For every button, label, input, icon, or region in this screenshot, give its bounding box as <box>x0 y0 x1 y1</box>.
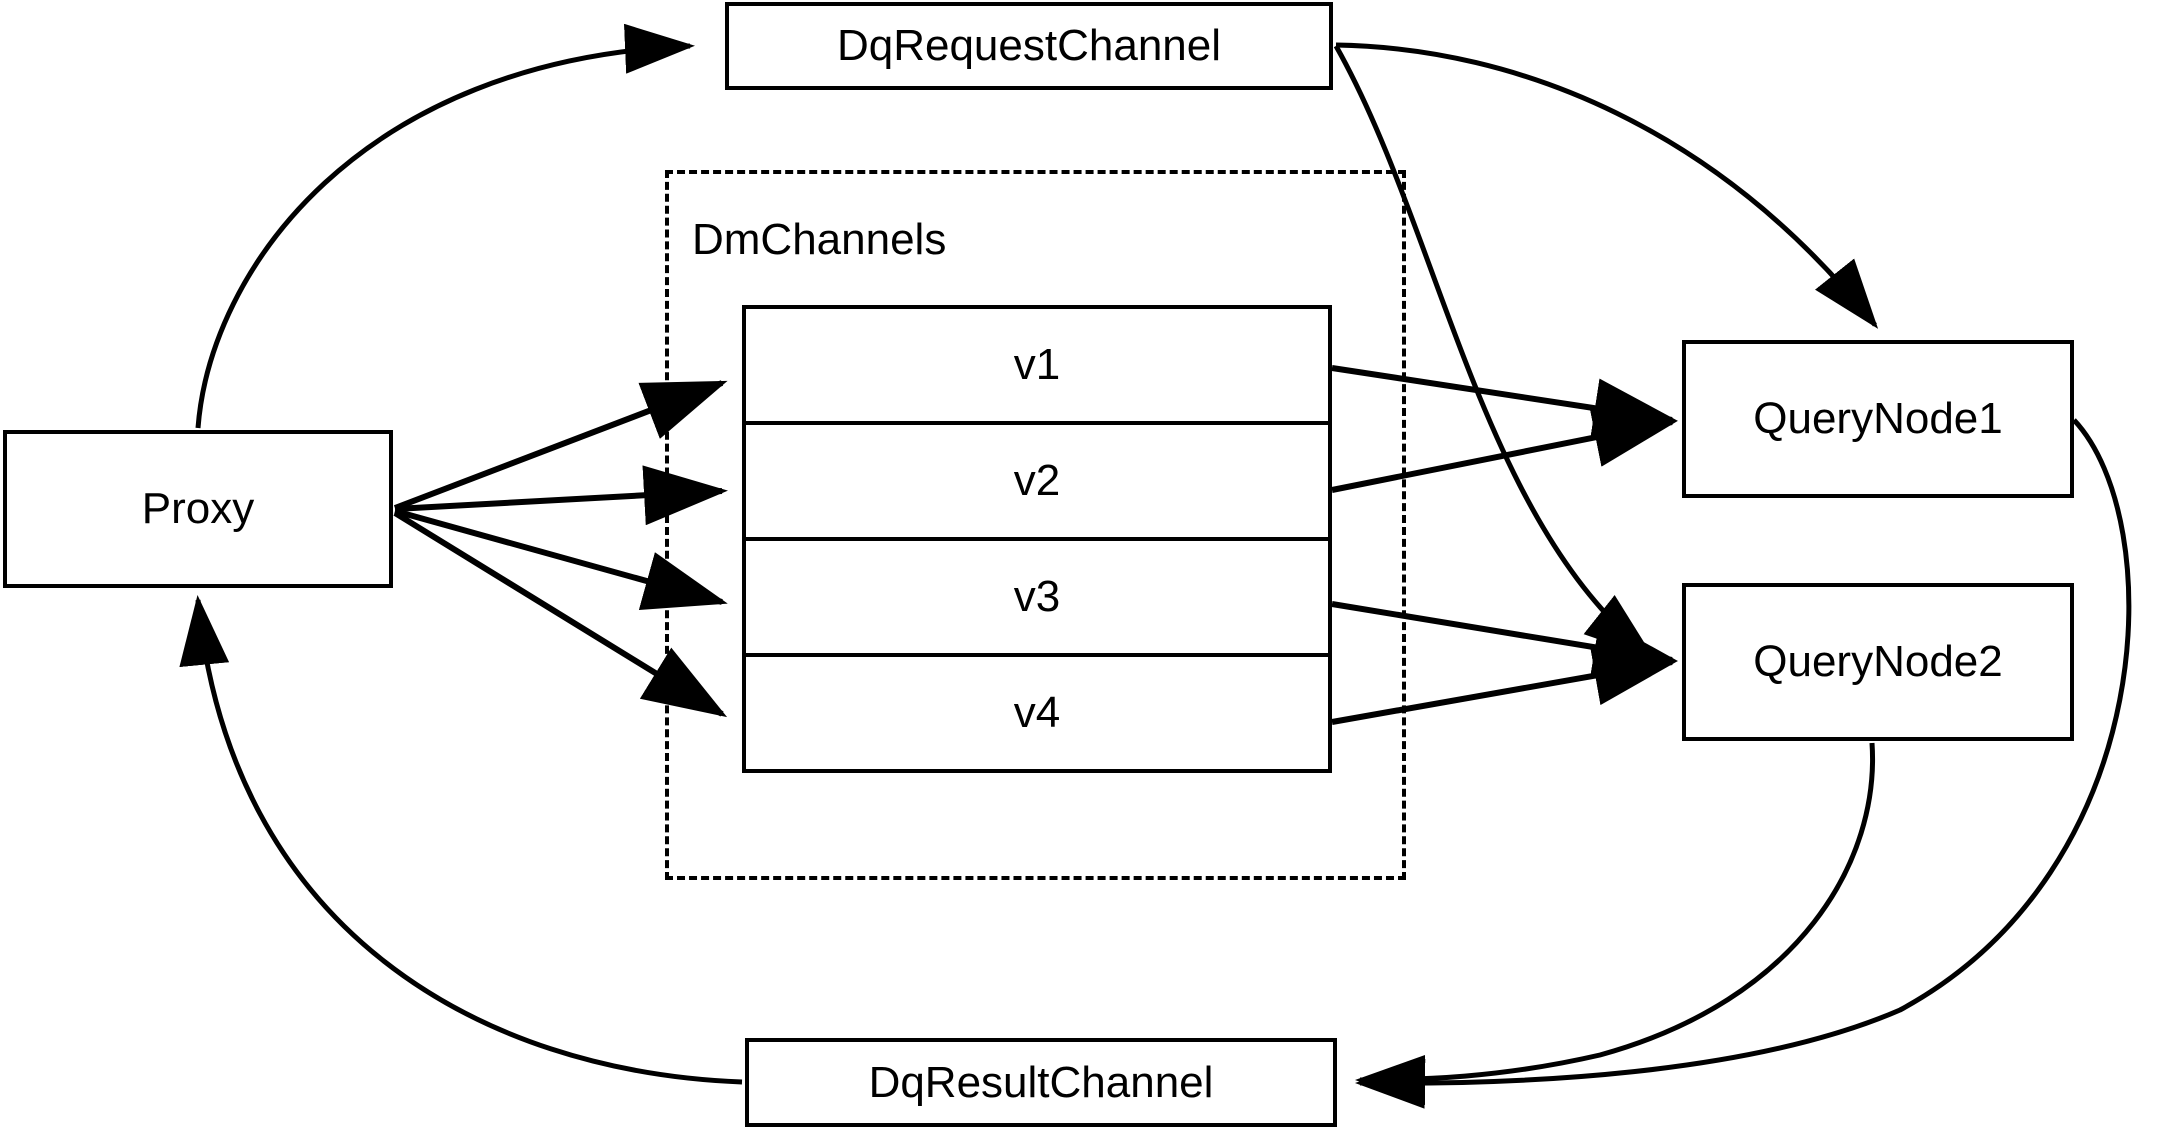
node-query-node-1[interactable]: QueryNode1 <box>1682 340 2074 498</box>
edge-dqrequest-to-querynode1 <box>1335 42 1879 329</box>
dmchannels-group <box>665 170 1406 880</box>
channel-label-v4: v4 <box>1013 688 1061 737</box>
node-label-dq-result-channel: DqResultChannel <box>868 1057 1214 1107</box>
dmchannels-channel-stack: v1 v2 v3 v4 <box>742 305 1332 773</box>
edge-v2-to-querynode1 <box>1331 407 1678 493</box>
node-label-query-node-2: QueryNode2 <box>1753 637 2003 686</box>
channel-label-v2: v2 <box>1013 456 1061 505</box>
edge-querynode1-to-dqresult <box>1355 418 2132 1109</box>
node-proxy[interactable]: Proxy <box>3 430 393 588</box>
edge-querynode2-to-dqresult <box>1355 742 1876 1105</box>
channel-row-v4[interactable]: v4 <box>746 657 1328 769</box>
node-dq-result-channel[interactable]: DqResultChannel <box>745 1038 1337 1127</box>
edge-dqresult-to-proxy <box>179 595 743 1085</box>
node-dq-request-channel[interactable]: DqRequestChannel <box>725 2 1333 90</box>
channel-label-v3: v3 <box>1013 572 1061 621</box>
node-label-dq-request-channel: DqRequestChannel <box>836 21 1222 70</box>
channel-row-v3[interactable]: v3 <box>746 541 1328 657</box>
node-label-query-node-1: QueryNode1 <box>1753 394 2003 443</box>
channel-row-v1[interactable]: v1 <box>746 309 1328 425</box>
node-query-node-2[interactable]: QueryNode2 <box>1682 583 2074 741</box>
dmchannels-group-title: DmChannels <box>692 215 947 264</box>
channel-label-v1: v1 <box>1013 340 1061 389</box>
edge-v4-to-querynode2 <box>1331 646 1678 725</box>
edge-proxy-to-dqrequest <box>195 23 695 429</box>
channel-row-v2[interactable]: v2 <box>746 425 1328 541</box>
node-label-proxy: Proxy <box>141 484 255 533</box>
edge-dqrequest-to-querynode2 <box>1333 44 1654 659</box>
